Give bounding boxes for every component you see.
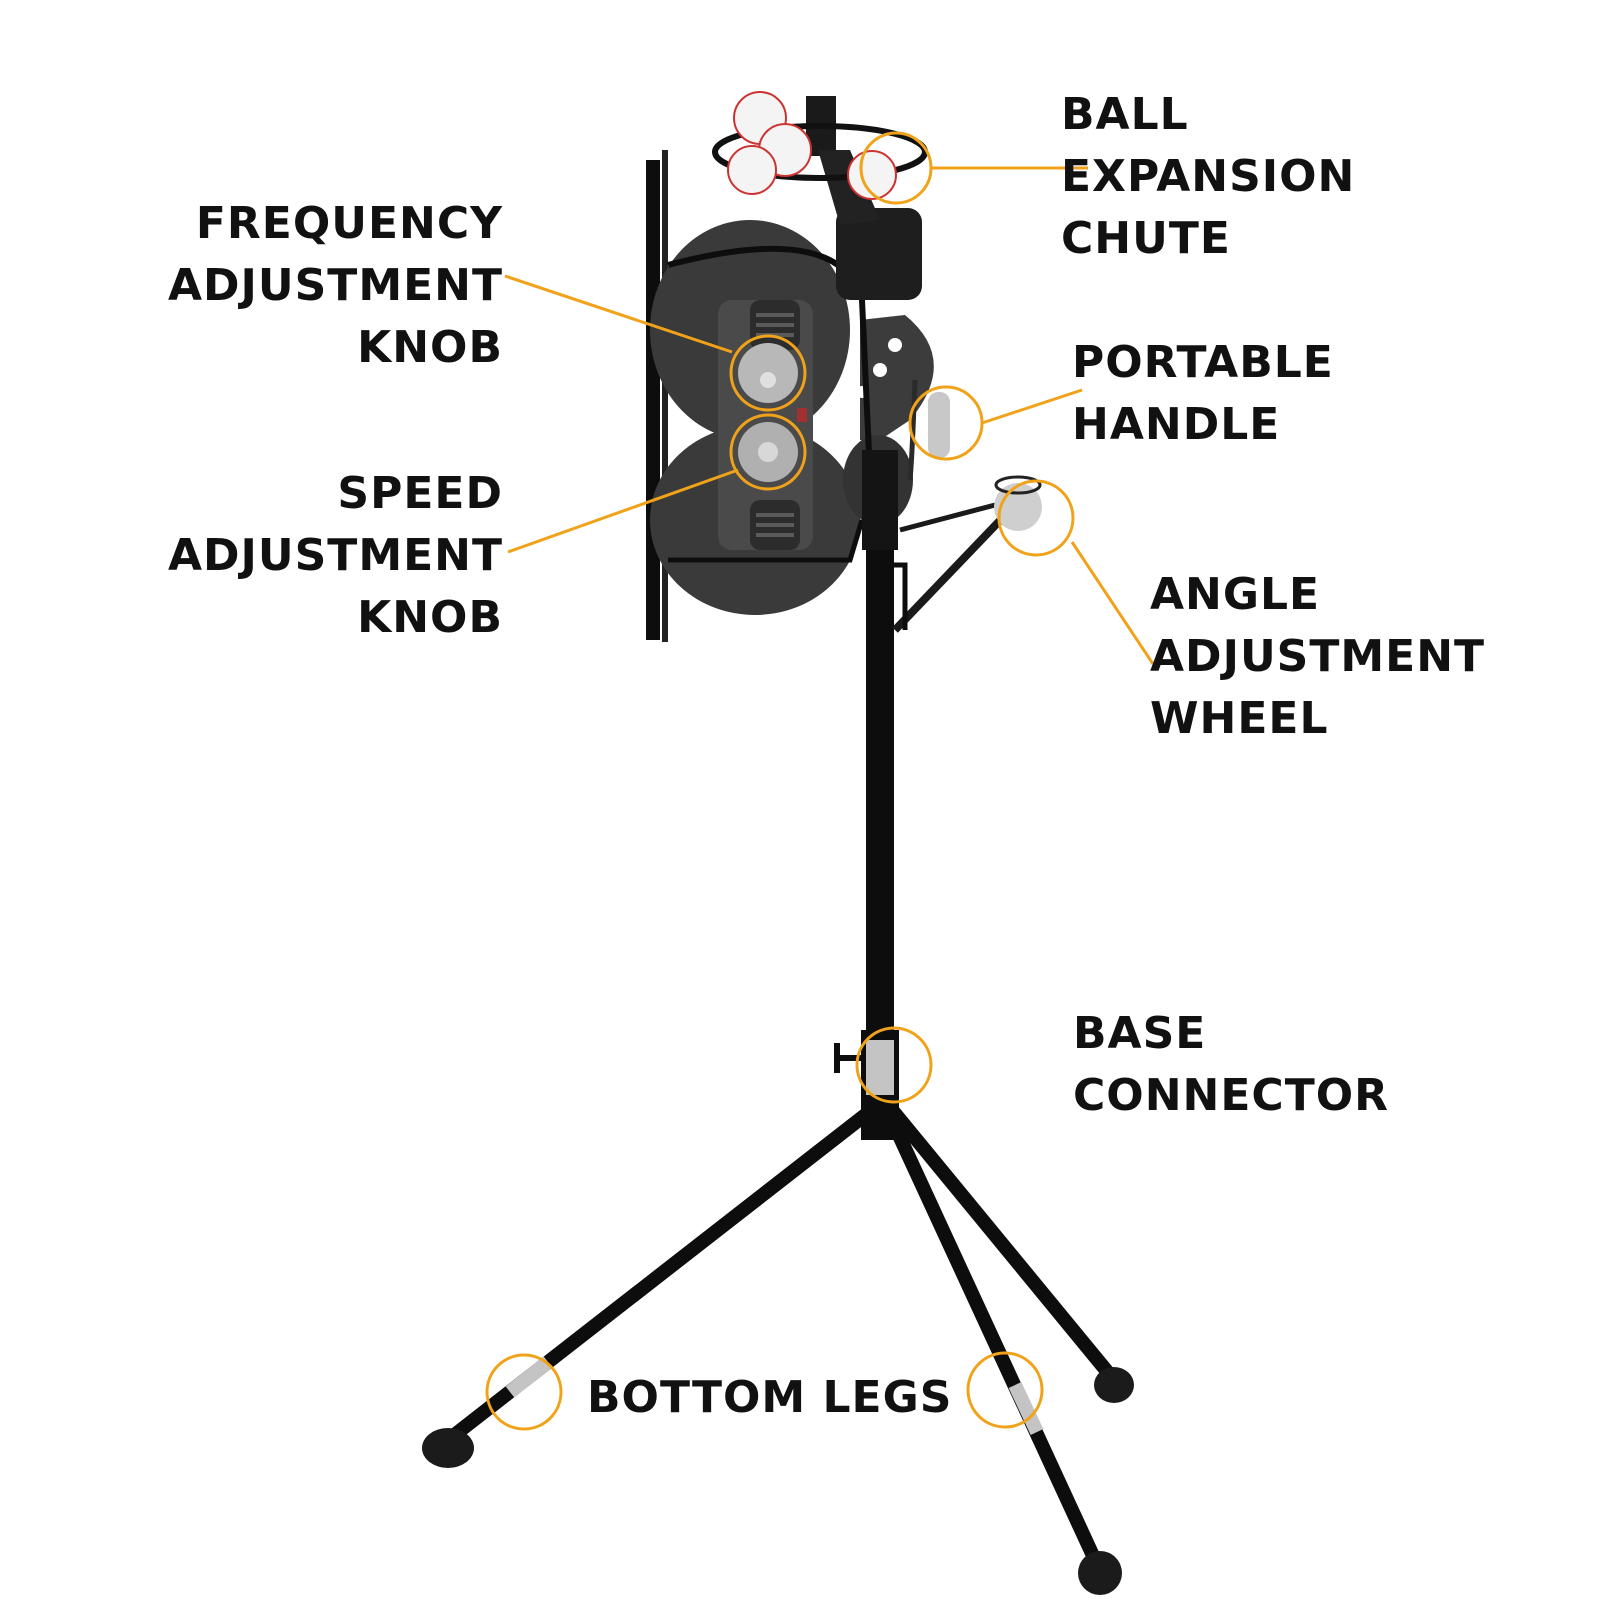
foot-back	[1094, 1367, 1134, 1403]
side-drum	[860, 315, 934, 440]
leader-frequency-knob	[504, 274, 733, 354]
label-portable-handle: PORTABLE HANDLE	[1072, 332, 1334, 456]
vent-top	[750, 300, 800, 350]
label-frequency-adjustment-knob: FREQUENCY ADJUSTMENT KNOB	[168, 193, 503, 379]
label-base-connector: BASE CONNECTOR	[1073, 1003, 1389, 1127]
ball-basket	[712, 123, 928, 181]
angle-arm-2	[899, 502, 996, 533]
leader-angle-wheel	[1070, 541, 1155, 665]
base-connector-tknob	[840, 1055, 862, 1061]
angle-arm	[892, 507, 1013, 633]
leg-left-highlight	[505, 1356, 553, 1398]
label-line: FREQUENCY	[195, 198, 503, 249]
leader-speed-knob	[507, 468, 739, 554]
base-connector-highlight	[866, 1040, 894, 1095]
label-line: ANGLE	[1150, 569, 1321, 620]
leader-portable-handle	[981, 388, 1083, 425]
stand	[422, 520, 1134, 1595]
label-line: CHUTE	[1061, 213, 1231, 264]
label-line: WHEEL	[1150, 693, 1329, 744]
label-line: SPEED	[337, 468, 503, 519]
label-line: ADJUSTMENT	[1150, 631, 1486, 682]
label-line: CONNECTOR	[1073, 1070, 1389, 1121]
vent-bottom	[750, 500, 800, 550]
circle-angle-wheel	[997, 479, 1075, 557]
bottom-leg-back	[881, 1098, 1117, 1382]
chute-tube	[836, 208, 922, 300]
label-line: KNOB	[357, 592, 503, 643]
handle-bracket	[907, 379, 918, 481]
label-bottom-legs: BOTTOM LEGS	[587, 1367, 952, 1429]
label-line: ADJUSTMENT	[167, 260, 503, 311]
portable-handle[interactable]	[928, 392, 950, 458]
angle-wheel-top	[994, 475, 1042, 495]
bottom-leg-front	[878, 1098, 1102, 1567]
label-line: PORTABLE	[1072, 337, 1334, 388]
label-line: ADJUSTMENT	[167, 530, 503, 581]
baseball	[727, 145, 777, 195]
label-line: BASE	[1073, 1008, 1207, 1059]
callout-circles	[485, 131, 1075, 1431]
label-line: HANDLE	[1072, 399, 1281, 450]
leg-front-highlight	[1008, 1382, 1044, 1435]
guard-bar-bottom	[668, 519, 865, 563]
speed-knob-center	[758, 442, 778, 462]
callout-lines	[504, 166, 1155, 665]
chute-elbow	[818, 150, 880, 225]
circle-frequency-knob	[729, 334, 807, 412]
circle-portable-handle	[908, 385, 984, 461]
circle-left-leg	[485, 1353, 563, 1431]
hand-crank	[894, 562, 908, 630]
label-line: BALL	[1061, 89, 1189, 140]
label-angle-adjustment-wheel: ANGLE ADJUSTMENT WHEEL	[1150, 564, 1485, 750]
frequency-knob-center	[760, 372, 776, 388]
frame-rail-right	[662, 150, 668, 642]
drum-hole-4	[840, 395, 850, 405]
drum-hole-1	[888, 338, 902, 352]
label-ball-expansion-chute: BALL EXPANSION CHUTE	[1061, 84, 1355, 270]
pole-bracket	[862, 450, 898, 550]
label-line: BOTTOM LEGS	[587, 1372, 953, 1423]
machine-head	[646, 91, 1042, 642]
label-line: EXPANSION	[1061, 151, 1356, 202]
base-connector-tknob-end	[834, 1043, 840, 1073]
frame-rail-left	[646, 160, 660, 640]
label-line: KNOB	[357, 322, 503, 373]
circle-ball-chute	[859, 131, 933, 205]
foot-left	[422, 1428, 474, 1468]
power-switch[interactable]	[797, 408, 807, 422]
circle-speed-knob	[729, 413, 807, 491]
circle-front-leg	[966, 1351, 1044, 1429]
foot-front	[1078, 1551, 1122, 1595]
baseballs	[727, 91, 897, 200]
drum-hole-2	[873, 363, 887, 377]
label-speed-adjustment-knob: SPEED ADJUSTMENT KNOB	[168, 463, 503, 649]
circle-base-connector	[855, 1026, 933, 1104]
